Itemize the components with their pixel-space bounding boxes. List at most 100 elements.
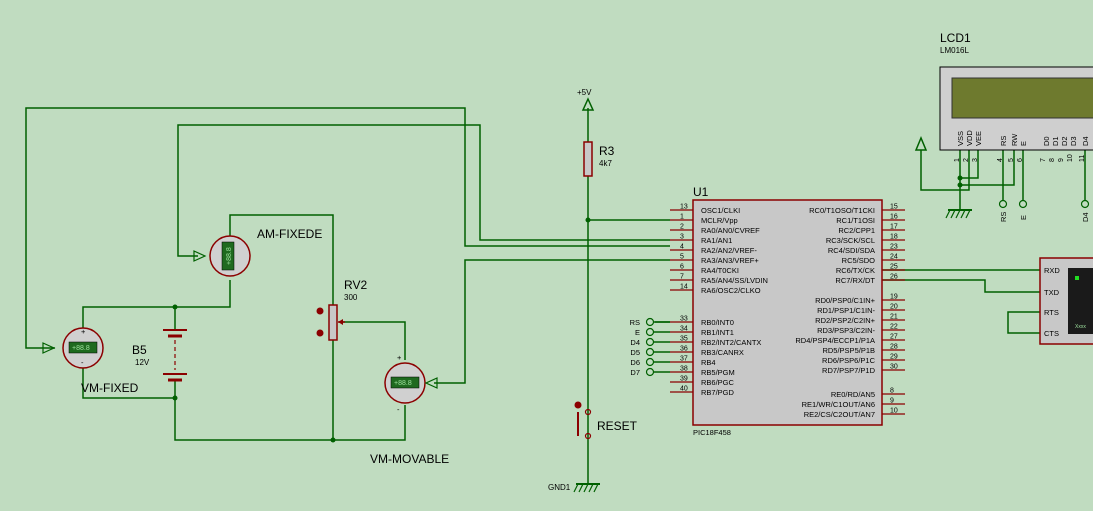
wire-batt-bottom [174, 380, 406, 441]
resistor-r3[interactable]: R3 4k7 [583, 141, 615, 177]
terminal-pin-rxd: RXD [1044, 266, 1060, 275]
lcd-module[interactable]: LCD1 LM016L VSS1VDD2VEE3RS4RW5E6D07D18D2… [914, 31, 1093, 222]
lcd-pin-number: 10 [1067, 154, 1074, 162]
lcd-pin-label: VEE [974, 131, 983, 146]
lcd-pin-label: VSS [956, 131, 965, 146]
mcu-pin-name: RA3/AN3/VREF+ [701, 256, 759, 265]
vm-fixed-display-value: +88.8 [72, 345, 90, 352]
mcu-pin-number: 6 [680, 264, 684, 271]
mcu-pin-name: RD4/PSP4/ECCP1/P1A [795, 336, 875, 345]
mcu-pin-number: 20 [890, 304, 898, 311]
mcu-pin-number: 16 [890, 214, 898, 221]
wire-rts-cts [1007, 311, 1040, 334]
lcd-net-e: E [1019, 215, 1028, 220]
net-terminal [645, 357, 655, 367]
mcu-pin-name: RA6/OSC2/CLKO [701, 286, 761, 295]
am-label: AM-FIXEDE [257, 227, 322, 241]
mcu-pin-name: MCLR/Vpp [701, 216, 738, 225]
junction [172, 304, 178, 310]
mcu-pin-name: RA4/T0CKI [701, 266, 739, 275]
lcd-pin-label: E [1019, 141, 1028, 146]
power-symbol: +5V [577, 88, 595, 111]
pot-wiper-arrow [338, 319, 343, 325]
mcu-pin-number: 18 [890, 234, 898, 241]
wires [25, 107, 1086, 476]
mcu-pin-name: RC2/CPP1 [838, 226, 875, 235]
terminal-pin-cts: CTS [1044, 329, 1059, 338]
reset-knob [574, 401, 582, 409]
lcd-pin-number: 6 [1017, 158, 1024, 162]
pot-knob [316, 329, 324, 337]
mcu-pin-number: 7 [680, 274, 684, 281]
mcu-pin-number: 1 [680, 214, 684, 221]
mcu-pin-name: RB2/INT2/CANTX [701, 338, 761, 347]
potentiometer-rv2[interactable]: RV2 300 [316, 278, 368, 341]
lcd-pin-label: D4 [1081, 136, 1090, 146]
terminal-screen-text: Xxxx [1075, 324, 1086, 330]
vm-fixed-label: VM-FIXED [81, 381, 139, 395]
mcu-pin-number: 38 [680, 366, 688, 373]
mcu-pin-name: RB7/PGD [701, 388, 735, 397]
ammeter-am-fixed[interactable]: +88.8 AM-FIXEDE [193, 227, 322, 277]
mcu-pin-name: RC3/SCK/SCL [826, 236, 875, 245]
mcu-pin-name: RB6/PGC [701, 378, 735, 387]
vm-movable-display-value: +88.8 [394, 380, 412, 387]
lcd-pin-number: 7 [1040, 158, 1047, 162]
terminal-cursor [1075, 276, 1079, 280]
reset-button[interactable]: RESET [574, 401, 638, 440]
reset-label: RESET [597, 419, 638, 433]
mcu-pin-number: 5 [680, 254, 684, 261]
lcd-pin-label: D0 [1042, 136, 1051, 146]
r3-ref: R3 [599, 144, 615, 158]
mcu-pin-number: 15 [890, 204, 898, 211]
mcu-pin-number: 23 [890, 244, 898, 251]
battery-b5[interactable]: B5 12V [132, 329, 187, 382]
meter-minus: - [397, 405, 400, 414]
mcu-pin-number: 8 [890, 388, 894, 395]
lcd-pin-number: 11 [1079, 155, 1086, 162]
reset-contact [584, 432, 592, 440]
mcu-pin-name: RD6/PSP6/P1C [822, 356, 876, 365]
lcd-pin-number: 1 [954, 158, 961, 162]
mcu-pin-name: RD0/PSP0/C1IN+ [815, 296, 875, 305]
mcu-pin-name: RD7/PSP7/P1D [822, 366, 876, 375]
mcu-pin-number: 19 [890, 294, 898, 301]
battery-value: 12V [135, 358, 150, 367]
lcd-pin-label: D3 [1069, 136, 1078, 146]
virtual-terminal[interactable]: Xxxx RXD TXD RTS CTS [1039, 257, 1093, 345]
meter-input-arrow [42, 342, 56, 354]
mcu-pin-number: 4 [680, 244, 684, 251]
mcu-pin-name: RE0/RD/AN5 [831, 390, 875, 399]
mcu-pin-name: RB1/INT1 [701, 328, 734, 337]
junction [957, 182, 963, 188]
voltmeter-vm-movable[interactable]: +88.8 + - VM-MOVABLE [370, 353, 449, 466]
mcu-right-pins: 15RC0/T1OSO/T1CKI16RC1/T1OSI17RC2/CPP118… [795, 204, 905, 419]
rv2-ref: RV2 [344, 278, 367, 292]
meter-plus: + [81, 327, 86, 336]
mcu-pin-number: 2 [680, 224, 684, 231]
lcd-pin-label: RS [999, 136, 1008, 146]
wire-am-to-rv2 [229, 214, 334, 305]
rv2-value: 300 [344, 293, 358, 302]
meter-minus: - [81, 358, 84, 367]
mcu-pin-number: 33 [680, 316, 688, 323]
reset-contact [584, 408, 592, 416]
power-label: +5V [577, 88, 592, 97]
mcu-pin-name: RE2/CS/C2OUT/AN7 [804, 410, 875, 419]
lcd-power-arrow [914, 136, 928, 151]
meter-display [68, 341, 98, 354]
mcu-pin-name: RA2/AN2/VREF- [701, 246, 757, 255]
mcu-pin-number: 13 [680, 204, 688, 211]
mcu-pin-number: 37 [680, 356, 688, 363]
mcu-pin-name: RB0/INT0 [701, 318, 734, 327]
voltmeter-vm-fixed[interactable]: +88.8 + - VM-FIXED [42, 327, 139, 395]
meter-display [221, 241, 235, 271]
portb-net-label: D6 [630, 358, 640, 367]
mcu-pin-number: 9 [890, 398, 894, 405]
wire-am-to-batt [82, 280, 231, 330]
mcu-pin-name: RD1/PSP1/C1IN- [817, 306, 875, 315]
mcu-pin-number: 34 [680, 326, 688, 333]
terminal-screen [1068, 268, 1093, 334]
